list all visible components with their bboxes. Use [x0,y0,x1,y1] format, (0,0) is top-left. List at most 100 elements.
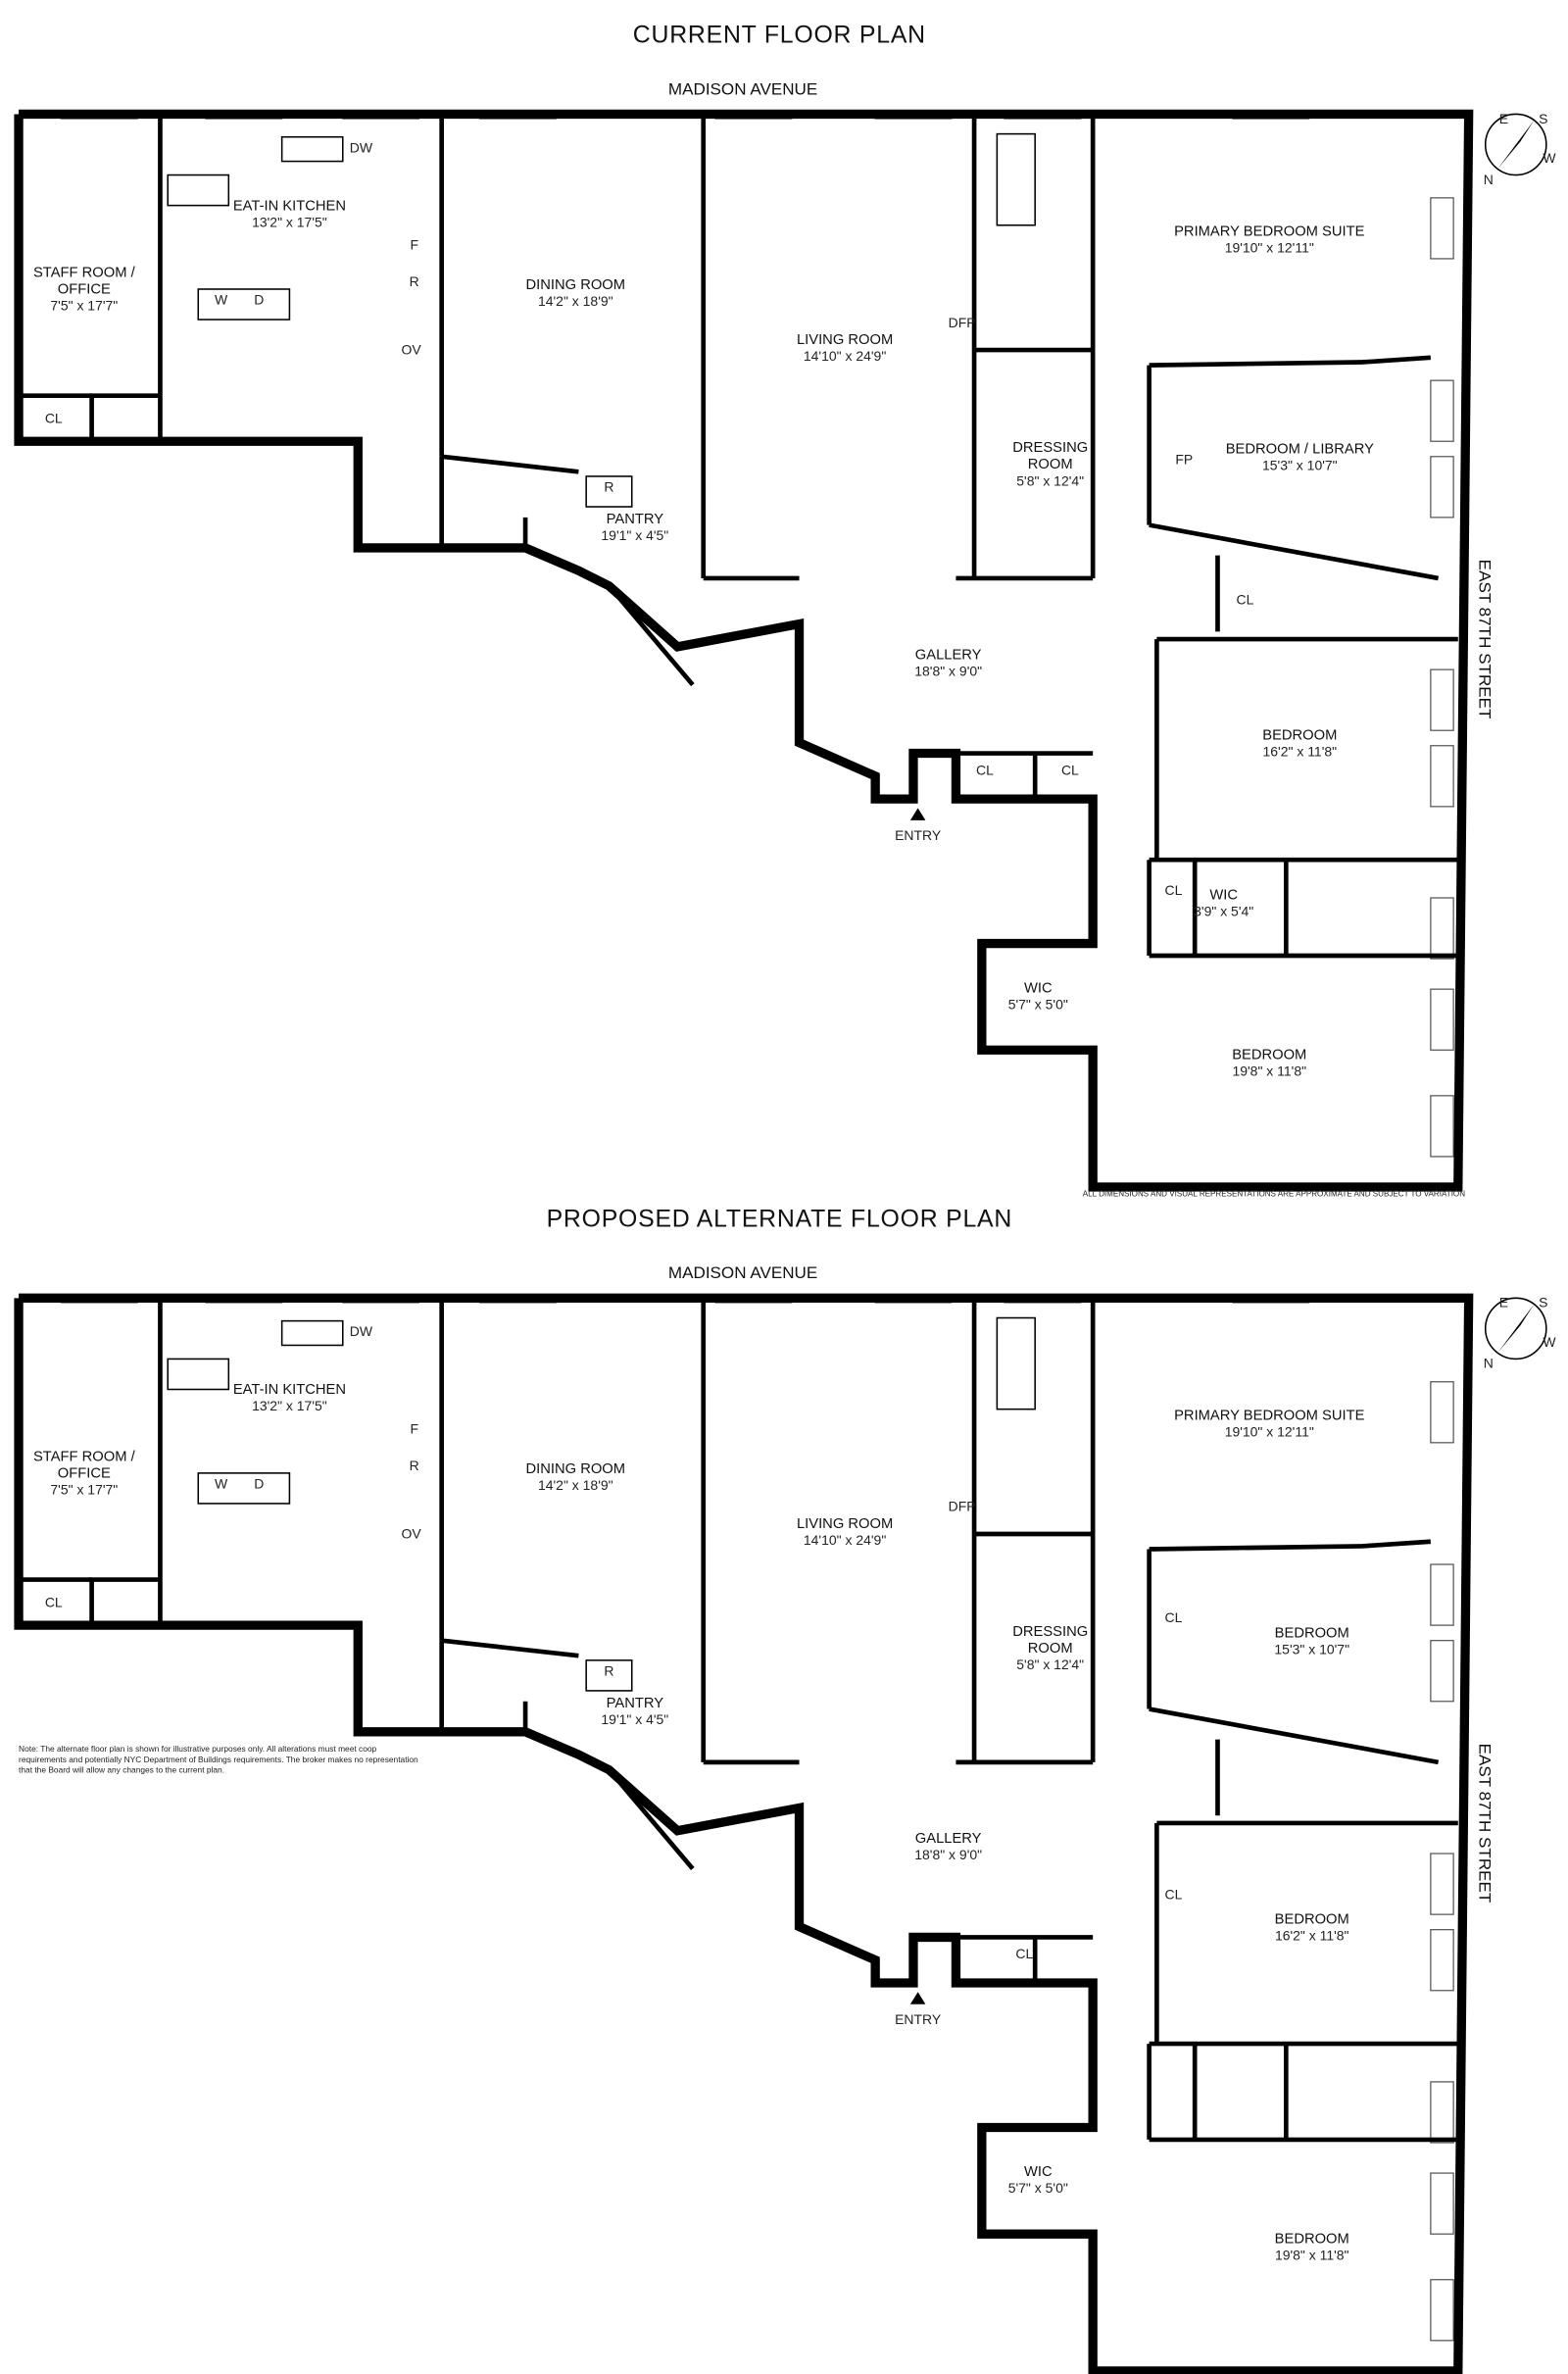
room-dimensions: 19'8" x 11'8" [1275,2248,1349,2263]
window [1430,1381,1454,1444]
interior-wall [607,584,695,687]
room-name: BEDROOM [1262,728,1337,744]
fixture-label: OV [402,1526,422,1542]
fixture-label: CL [1236,591,1253,607]
interior-wall [89,1577,161,1626]
window [1430,2279,1454,2342]
fixture [197,1472,291,1505]
fixture-label: CL [45,1595,63,1610]
fixture-label: DFP [949,315,976,330]
window [1430,1929,1454,1992]
window [1430,897,1454,960]
interior-wall [1361,1539,1431,1549]
room-dimensions: 5'8" x 12'4" [1016,472,1084,488]
room-dimensions: 7'5" x 17'7" [50,1482,118,1498]
window [1430,1640,1454,1703]
street-label-side: EAST 87TH STREET [1476,1744,1494,1904]
room-name: LIVING ROOM [797,332,893,348]
room-dimensions: 14'2" x 18'9" [538,293,613,309]
fixture-label: R [410,1458,419,1473]
compass-letter: N [1484,1356,1494,1371]
room-name: PANTRY [607,1696,664,1711]
fixture-label: F [410,237,418,253]
room-name: PRIMARY BEDROOM SUITE [1174,1409,1364,1424]
fixture-label: D [254,1475,264,1491]
interior-wall [1149,1706,1440,1765]
room-name: PANTRY [607,512,664,527]
compass-letter: E [1499,111,1508,126]
window [1430,2081,1454,2144]
window [1430,379,1454,442]
window [1430,197,1454,260]
compass-letter: N [1484,172,1494,187]
interior-wall [441,1638,579,1658]
window [1430,1095,1454,1158]
fixture-label: DW [350,139,373,155]
room-dimensions: 19'1" x 4'5" [601,1711,668,1727]
window [1430,456,1454,519]
room-dimensions: 7'5" x 17'7" [50,298,118,314]
window [1430,988,1454,1051]
fixture-label: CL [1165,1887,1183,1903]
room-name: WIC [1209,888,1238,904]
room-name: DRESSING [1012,440,1088,456]
room-dimensions: 5'7" x 5'0" [1008,996,1068,1012]
fixture-label: W [215,292,228,308]
interior-wall [1149,1544,1363,1552]
room-name: BEDROOM [1275,1911,1349,1927]
fixture-label: D [254,292,264,308]
compass-letter: E [1499,1295,1508,1311]
fixture-label: CL [1165,882,1183,898]
fixture [585,1659,633,1692]
room-name: BEDROOM [1232,1048,1306,1063]
fixture [167,173,230,207]
fixture [280,1319,344,1347]
interior-wall [89,393,161,442]
room-name: DRESSING [1012,1624,1088,1640]
note-text: requirements and potentially NYC Departm… [19,1755,418,1764]
room-dimensions: 19'10" x 12'11" [1225,1424,1314,1440]
interior-wall [607,1768,695,1871]
room-name: DINING ROOM [526,1461,626,1477]
room-name: LIVING ROOM [797,1516,893,1532]
room-name: GALLERY [915,1831,982,1847]
room-dimensions: 13'2" x 17'5" [252,1398,327,1413]
fixture [996,1316,1036,1410]
disclaimer: ALL DIMENSIONS AND VISUAL REPRESENTATION… [1083,1189,1465,1198]
street-label-side: EAST 87TH STREET [1476,560,1494,719]
room-dimensions: 14'2" x 18'9" [538,1477,613,1493]
room-name: STAFF ROOM / [33,266,136,281]
window [1430,2172,1454,2235]
room-name-line2: OFFICE [58,282,111,298]
fixture [167,1358,230,1391]
room-dimensions: 3'9" x 5'4" [1194,904,1253,919]
room-name: BEDROOM [1275,2231,1349,2247]
fixture [585,475,633,508]
interior-wall [1149,522,1440,581]
fixture-label: ENTRY [895,827,942,843]
exterior-wall [14,1293,1474,2374]
room-name: BEDROOM [1275,1626,1349,1642]
fixture [280,135,344,163]
room-dimensions: 19'10" x 12'11" [1225,240,1314,256]
room-dimensions: 5'8" x 12'4" [1016,1657,1084,1672]
interior-wall [1149,360,1363,368]
room-dimensions: 16'2" x 11'8" [1275,1928,1349,1944]
fixture-label: DW [350,1323,373,1339]
fixture-label: CL [45,411,63,426]
fixture [197,288,291,321]
fixture-label: R [604,478,613,494]
fixture-label: CL [1165,1609,1183,1625]
note-text: Note: The alternate floor plan is shown … [19,1744,376,1754]
room-dimensions: 19'8" x 11'8" [1232,1063,1306,1079]
room-dimensions: 18'8" x 9'0" [914,1847,982,1862]
compass-letter: S [1539,1295,1547,1311]
room-dimensions: 19'1" x 4'5" [601,527,668,543]
room-name: WIC [1024,2164,1053,2180]
window [1430,1563,1454,1626]
fixture-label: CL [1061,762,1079,777]
plan-title: PROPOSED ALTERNATE FLOOR PLAN [547,1206,1013,1232]
